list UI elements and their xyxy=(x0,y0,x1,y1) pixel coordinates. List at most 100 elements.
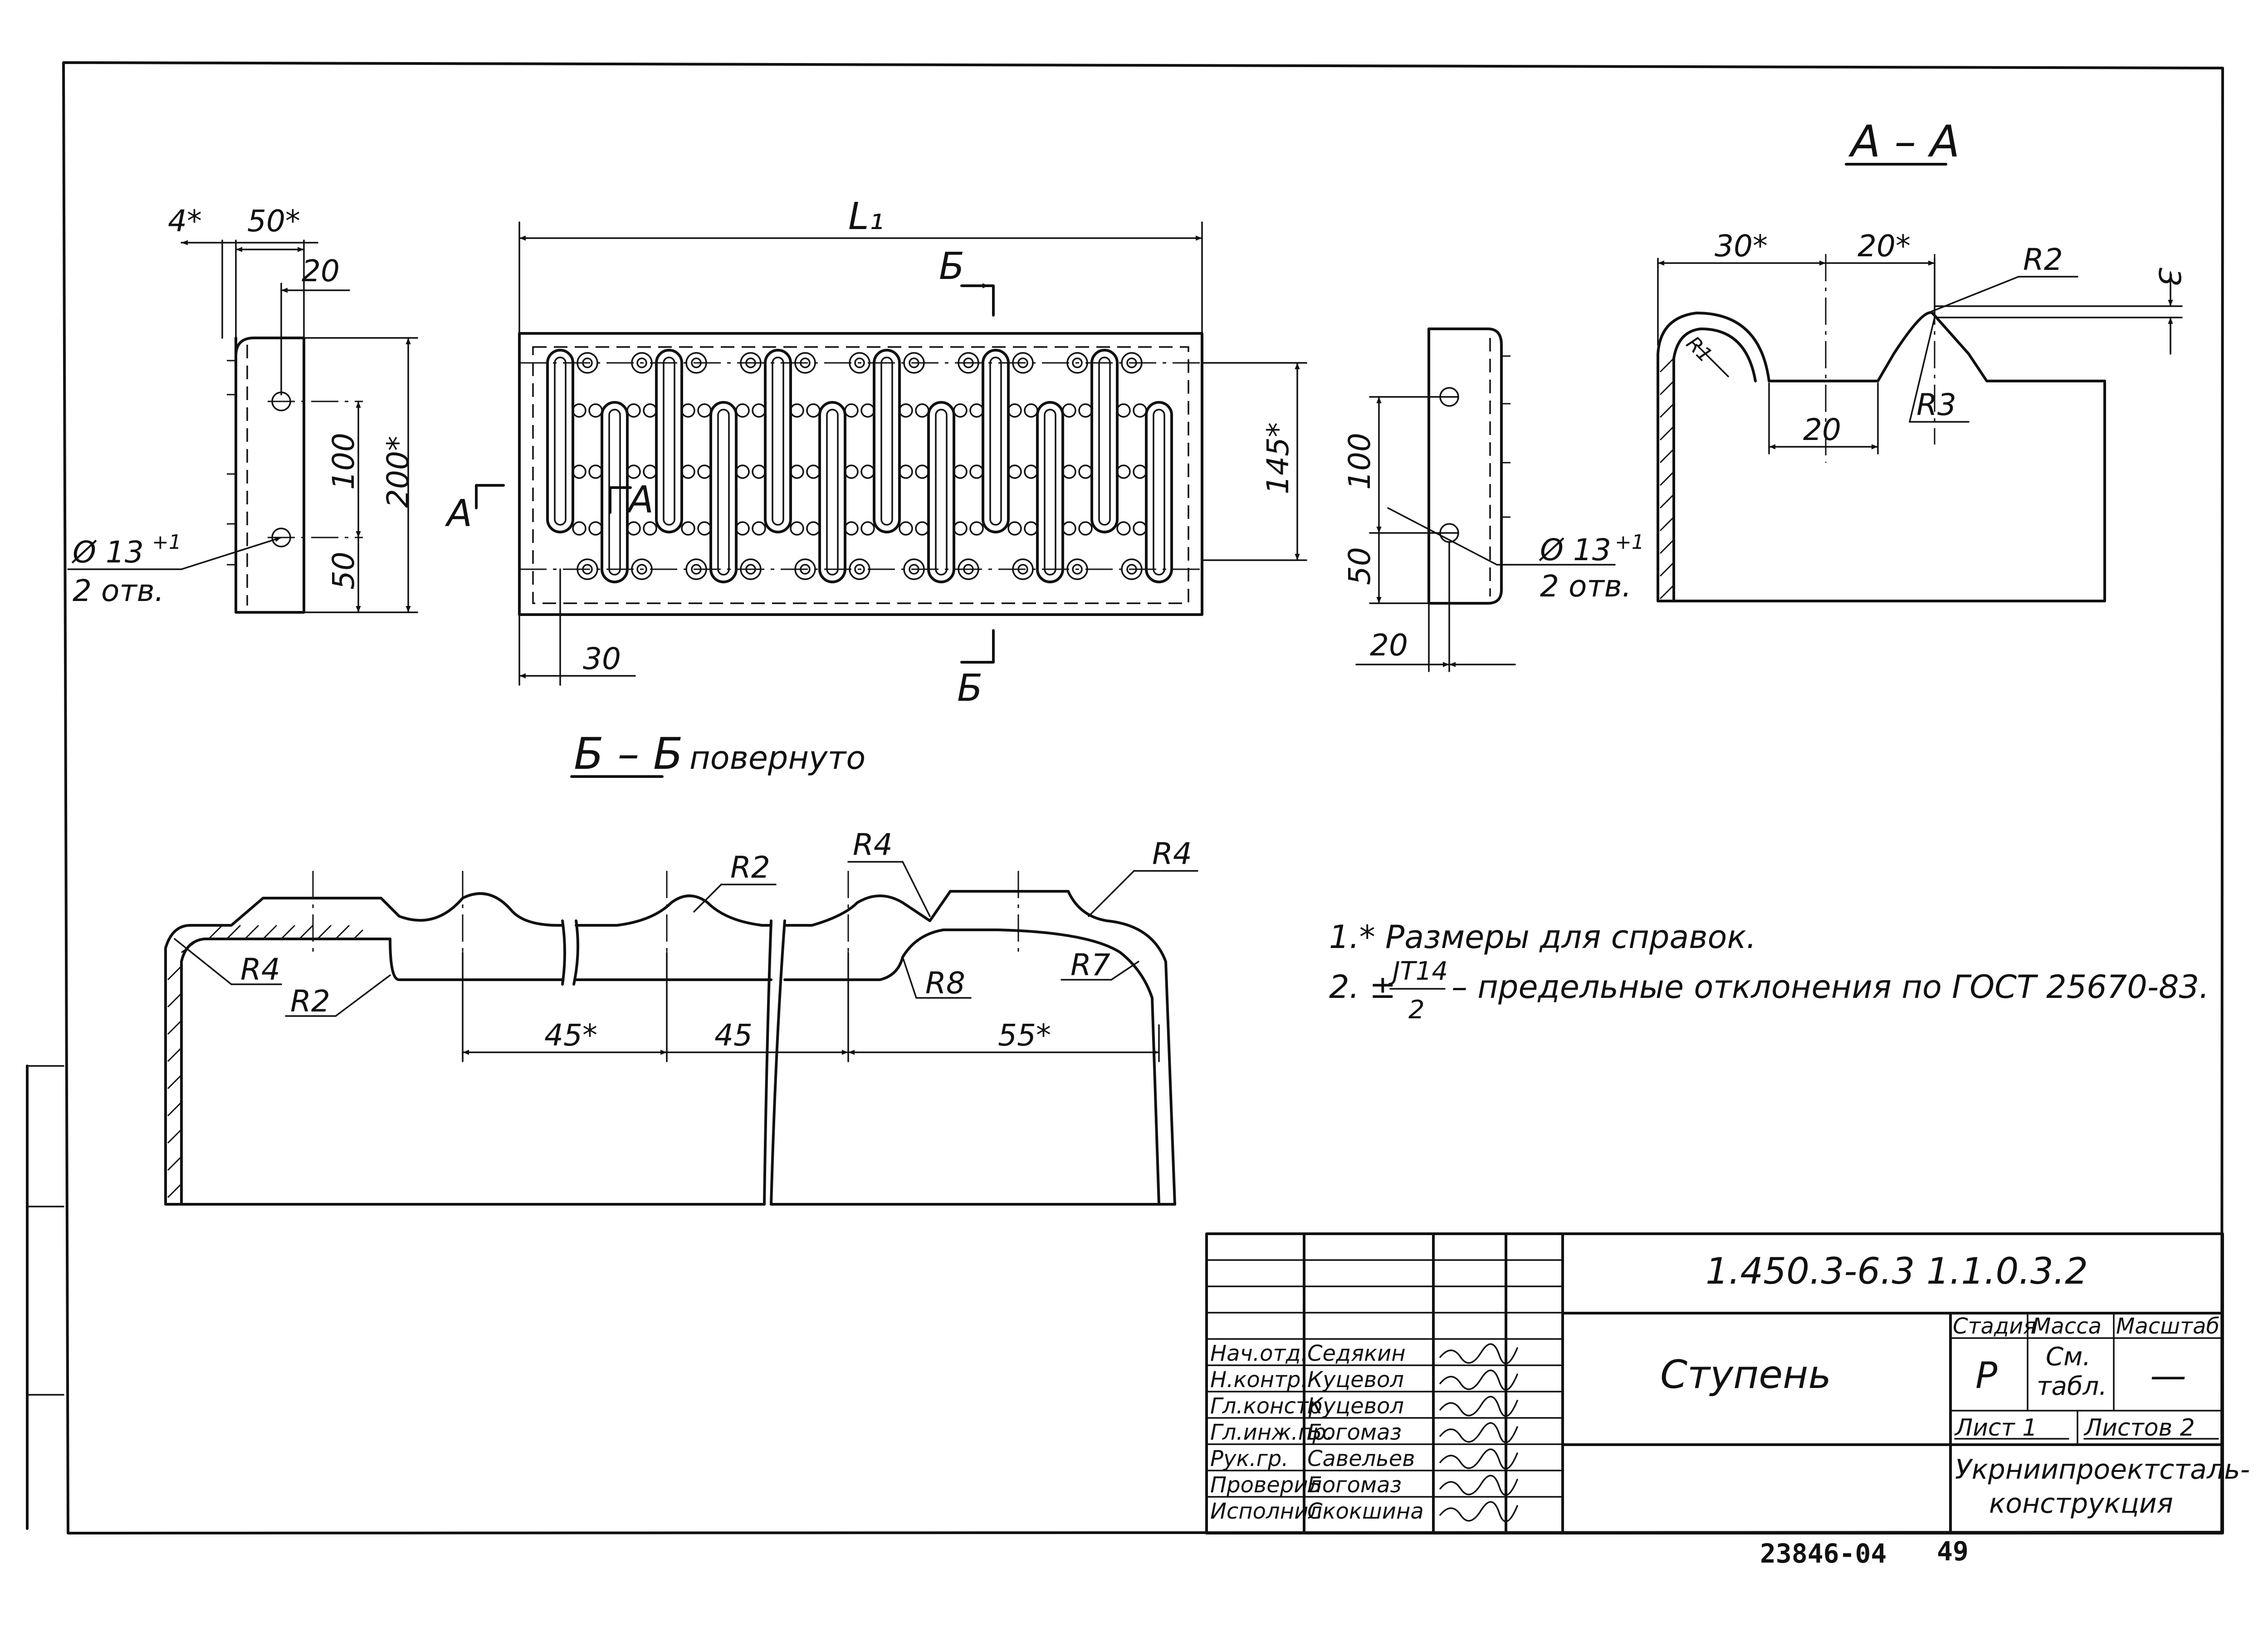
note-1: 1.* Размеры для справок. xyxy=(1329,919,1756,956)
slot xyxy=(1090,349,1119,533)
slot xyxy=(764,349,792,533)
slot xyxy=(982,349,1010,533)
vent-hole xyxy=(1078,521,1093,536)
role-label: Гл.констр xyxy=(1210,1393,1322,1419)
note-2-denominator: 2 xyxy=(1408,995,1425,1025)
vent-hole xyxy=(1024,403,1038,418)
title-block: 1.450.3-6.3 1.1.0.3.2 Ступень Стадия Мас… xyxy=(1205,1232,2250,1534)
vent-hole xyxy=(1062,464,1076,479)
notes: 1.* Размеры для справок. 2. ± JT14 2 – п… xyxy=(1329,919,2209,1025)
person-name: Куцевол xyxy=(1307,1393,1404,1419)
vent-hole xyxy=(1007,464,1022,479)
dim-20-right: 20 xyxy=(1370,628,1408,663)
vent-hole xyxy=(899,403,913,418)
vent-hole xyxy=(572,464,587,479)
vent-hole xyxy=(899,464,913,479)
signature-scribble xyxy=(1439,1396,1518,1417)
slot-inner xyxy=(826,409,839,576)
rivet xyxy=(1012,352,1034,374)
vent-hole xyxy=(588,521,603,536)
vent-hole xyxy=(588,464,603,479)
role-label: Рук.гр. xyxy=(1210,1446,1289,1471)
vent-hole xyxy=(844,521,859,536)
slot xyxy=(601,401,629,583)
person-name: Седякин xyxy=(1307,1341,1406,1366)
rivet xyxy=(958,352,979,374)
rivet xyxy=(1012,558,1034,580)
rivet xyxy=(903,352,925,374)
vent-hole xyxy=(697,403,712,418)
rivet-core xyxy=(691,564,702,575)
dim-aa-20a: 20* xyxy=(1857,229,1911,264)
person-name: Скокшина xyxy=(1307,1499,1424,1524)
slot-pattern xyxy=(546,349,1173,583)
dim-4: 4* xyxy=(168,204,202,239)
vent-hole xyxy=(1078,464,1093,479)
dim-bb-r2b: R2 xyxy=(730,850,770,885)
slot xyxy=(546,349,574,533)
vent-hole xyxy=(643,464,657,479)
signature-scribble xyxy=(1439,1475,1518,1496)
role-label: Проверил xyxy=(1210,1472,1322,1498)
dim-50: 50* xyxy=(247,204,300,239)
vent-hole xyxy=(915,464,929,479)
rivet xyxy=(740,352,762,374)
vent-hole xyxy=(735,464,750,479)
rivet xyxy=(1121,558,1143,580)
vent-hole xyxy=(1116,464,1131,479)
hole-tolerance-right: +1 xyxy=(1615,531,1644,554)
dim-bb-55: 55* xyxy=(998,1018,1051,1053)
vent-hole xyxy=(860,464,875,479)
vent-hole xyxy=(626,464,641,479)
vent-hole xyxy=(806,521,821,536)
vent-hole xyxy=(1133,403,1147,418)
role-label: Исполнил xyxy=(1210,1499,1322,1524)
vent-hole xyxy=(735,521,750,536)
rivet xyxy=(958,558,979,580)
rivet-core xyxy=(963,564,974,575)
vent-hole xyxy=(969,403,984,418)
left-side-view: 4* 50* 20 100 200* 50 Ø 13 +1 2 отв. xyxy=(67,204,418,614)
vent-hole xyxy=(1024,521,1038,536)
vent-hole xyxy=(969,464,984,479)
person-name: Богомаз xyxy=(1307,1472,1402,1498)
hole-tolerance: +1 xyxy=(152,531,181,554)
vent-hole xyxy=(790,403,804,418)
rivet xyxy=(631,352,653,374)
rivet-core xyxy=(745,564,756,575)
dim-20: 20 xyxy=(302,254,340,288)
slot-inner xyxy=(880,357,893,526)
stamp-number: 23846-04 xyxy=(1760,1538,1887,1569)
vent-hole xyxy=(588,403,603,418)
slot-inner xyxy=(772,357,784,526)
dim-aa-r2: R2 xyxy=(2023,242,2063,277)
section-bb-subtitle: повернуто xyxy=(689,739,865,777)
role-label: Н.контр. xyxy=(1210,1367,1308,1393)
dim-bb-r4b: R4 xyxy=(853,827,893,862)
slot xyxy=(655,349,683,533)
dim-50-right: 50 xyxy=(1342,547,1377,585)
scale-value: — xyxy=(2150,1354,2186,1397)
rivet xyxy=(577,352,598,374)
signature-scribble xyxy=(1439,1448,1518,1470)
note-2-text: – предельные отклонения по ГОСТ 25670-83… xyxy=(1452,968,2209,1006)
cut-a-label-2: А xyxy=(626,479,654,522)
signature-scribble xyxy=(1439,1501,1518,1522)
dim-30: 30 xyxy=(583,641,621,676)
vent-hole xyxy=(643,521,657,536)
slot-inner xyxy=(935,409,948,576)
vent-hole xyxy=(681,521,695,536)
rivet xyxy=(794,352,816,374)
header-stage: Стадия xyxy=(1953,1314,2036,1339)
rivet-core xyxy=(1126,357,1137,368)
stage-value: Р xyxy=(1975,1354,1998,1397)
slot xyxy=(927,401,955,583)
dim-aa-r1: R1 xyxy=(1681,332,1716,367)
slot xyxy=(1145,401,1173,583)
rivet xyxy=(1066,558,1088,580)
vent-hole xyxy=(1007,403,1022,418)
vent-hole xyxy=(752,521,766,536)
slot xyxy=(709,401,738,583)
header-scale: Масштаб xyxy=(2116,1314,2219,1339)
